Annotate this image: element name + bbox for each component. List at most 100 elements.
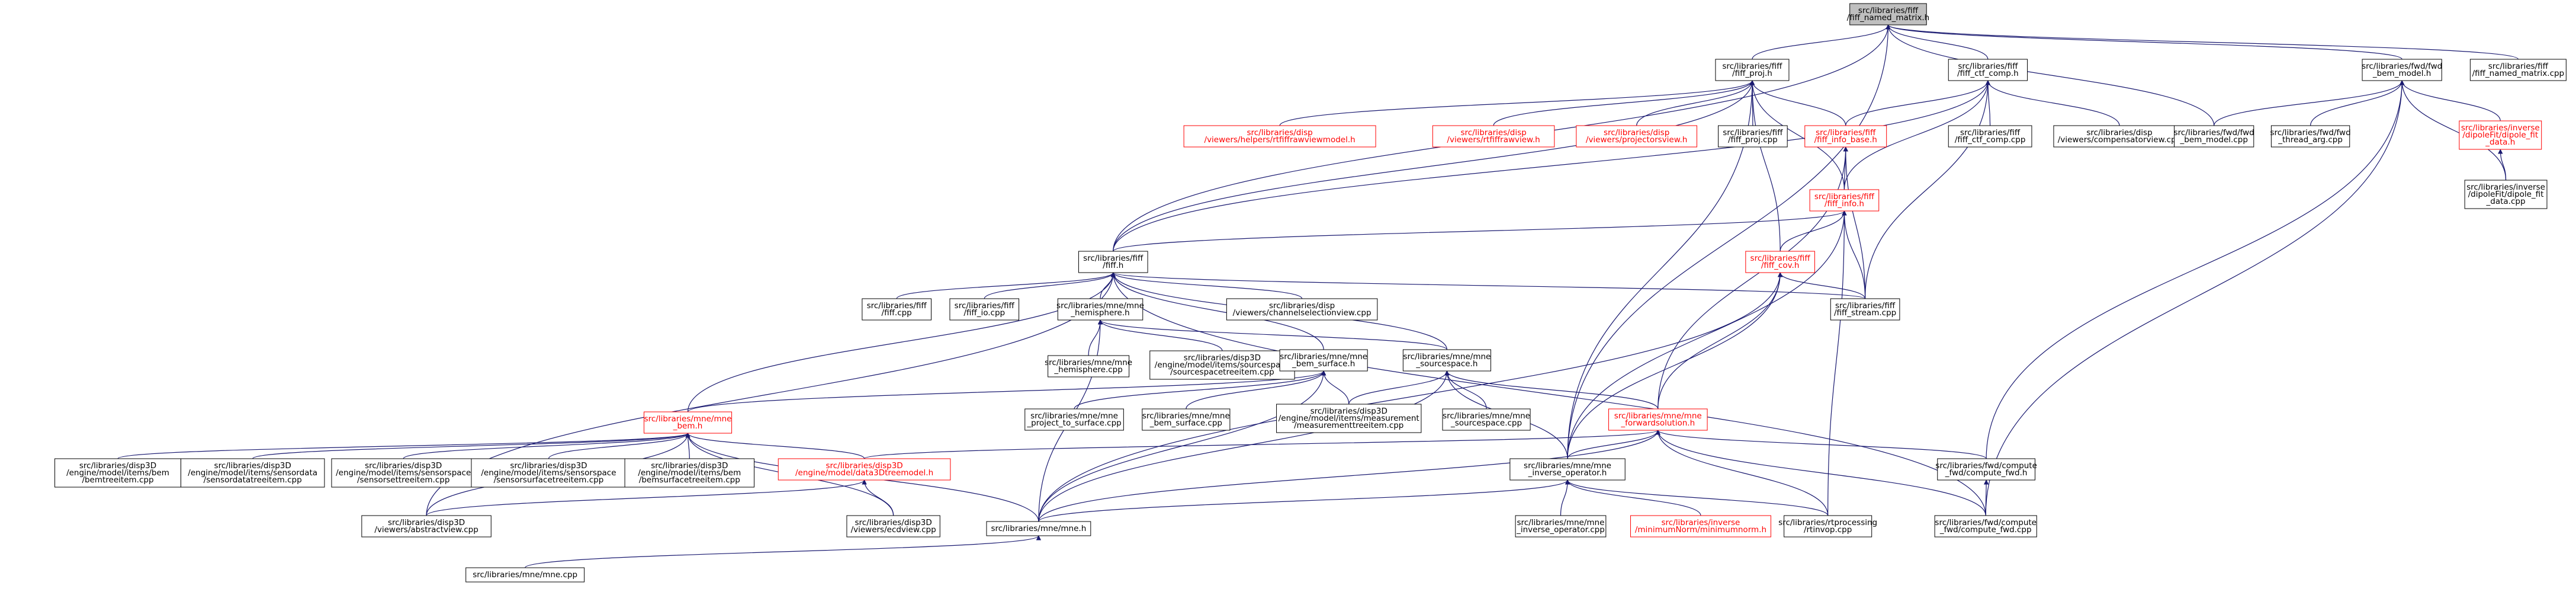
node-bemsurfacetreeitem-cpp[interactable]: src/libraries/disp3D/engine/model/items/… (624, 458, 755, 488)
include-edge (1985, 80, 1991, 126)
node-compensatorview-cpp[interactable]: src/libraries/disp/viewers/compensatorvi… (2053, 125, 2186, 148)
node-fiff-ctf-comp-h[interactable]: src/libraries/fiff/fiff_ctf_comp.h (1948, 59, 2028, 81)
node-fiff-stream-cpp[interactable]: src/libraries/fiff/fiff_stream.cpp (1830, 298, 1900, 321)
node-sourcespacetreeitem-cpp[interactable]: src/libraries/disp3D/engine/model/items/… (1149, 350, 1295, 380)
node-fiff-cov-h[interactable]: src/libraries/fiff/fiff_cov.h (1745, 251, 1815, 273)
node-label: src/libraries/fiff (1814, 192, 1875, 201)
node-label: /fiff_named_matrix.h (1847, 13, 1930, 23)
node-label: /fiff_info_base.h (1814, 135, 1877, 145)
node-fiff-info-base-h[interactable]: src/libraries/fiff/fiff_info_base.h (1804, 125, 1887, 148)
include-edge (1827, 210, 1847, 516)
node-fiff-named-matrix-cpp[interactable]: src/libraries/fiff/fiff_named_matrix.cpp (2469, 59, 2567, 81)
node-compute-fwd-h[interactable]: src/libraries/fwd/compute_fwd/compute_fw… (1935, 458, 2037, 481)
node-label: src/libraries/disp3D (365, 461, 442, 471)
node-label: _fwd/compute_fwd.h (1945, 468, 2028, 478)
node-label: /fiff_io.cpp (963, 308, 1005, 318)
node-compute-fwd-cpp[interactable]: src/libraries/fwd/compute_fwd/compute_fw… (1934, 515, 2037, 538)
node-label: _hemisphere.h (1070, 308, 1129, 318)
node-label: /measurementtreeitem.cpp (1294, 421, 1403, 430)
node-abstractview-cpp[interactable]: src/libraries/disp3D/viewers/abstractvie… (361, 515, 492, 538)
include-edge (1658, 272, 1783, 410)
node-label: src/libraries/disp (1604, 128, 1669, 137)
include-edge (1186, 370, 1326, 410)
node-box (361, 515, 492, 538)
node-mne-bem-surface-h[interactable]: src/libraries/mne/mne_bem_surface.h (1279, 349, 1368, 372)
node-box (846, 515, 940, 538)
node-mne-hemisphere-h[interactable]: src/libraries/mne/mne_hemisphere.h (1056, 298, 1144, 321)
node-mne-forwardsolution-h[interactable]: src/libraries/mne/mne_forwardsolution.h (1608, 408, 1708, 431)
include-edge (1985, 80, 2405, 516)
include-edge (1658, 146, 1848, 410)
include-edge (1444, 370, 1659, 410)
node-mne-bem-h[interactable]: src/libraries/mne/mne_bem.h (644, 411, 733, 434)
node-fiff-h[interactable]: src/libraries/fiff/fiff.h (1078, 251, 1148, 273)
node-box (1276, 404, 1422, 433)
include-edge (1749, 80, 1845, 190)
node-mne-cpp[interactable]: src/libraries/mne/mne.cpp (465, 567, 585, 583)
node-sensorsurfacetreeitem-cpp[interactable]: src/libraries/disp3D/engine/model/items/… (471, 458, 627, 488)
node-label: src/libraries/fiff (1750, 254, 1811, 263)
node-fiff-ctf-comp-cpp[interactable]: src/libraries/fiff/fiff_ctf_comp.cpp (1948, 125, 2032, 148)
node-fiff-proj-cpp[interactable]: src/libraries/fiff/fiff_proj.cpp (1718, 125, 1788, 148)
node-ecdview-cpp[interactable]: src/libraries/disp3D/viewers/ecdview.cpp (846, 515, 940, 538)
node-fwd-bem-model-h[interactable]: src/libraries/fwd/fwd_bem_model.h (2362, 59, 2442, 81)
node-fwd-bem-model-cpp[interactable]: src/libraries/fwd/fwd_bem_model.cpp (2174, 125, 2254, 148)
node-label: src/libraries/inverse (1662, 518, 1740, 527)
node-box (465, 567, 585, 583)
include-edge (1749, 80, 1846, 126)
node-mne-inverse-operator-h[interactable]: src/libraries/mne/mne_inverse_operator.h (1509, 458, 1626, 481)
include-edge (1113, 80, 1991, 252)
node-mne-sourcespace-cpp[interactable]: src/libraries/mne/mne_sourcespace.cpp (1442, 408, 1531, 431)
include-edge (1655, 430, 1829, 516)
node-label: /viewers/helpers/rtfiffrawviewmodel.h (1205, 135, 1356, 145)
node-rtinvop-cpp[interactable]: src/libraries/rtprocessing/rtinvop.cpp (1778, 515, 1877, 538)
node-sensorsettreeitem-cpp[interactable]: src/libraries/disp3D/engine/model/items/… (331, 458, 476, 488)
node-label: src/libraries/fwd/fwd (2270, 128, 2351, 137)
node-label: src/libraries/fiff (1858, 6, 1919, 15)
node-mne-bem-surface-cpp[interactable]: src/libraries/mne/mne_bem_surface.cpp (1142, 408, 1231, 431)
node-sensordatatreeitem-cpp[interactable]: src/libraries/disp3D/engine/model/items/… (180, 458, 325, 488)
node-channelselectionview-cpp[interactable]: src/libraries/disp/viewers/channelselect… (1226, 298, 1378, 321)
node-dipole-fit-data-h[interactable]: src/libraries/inverse/dipoleFit/dipole_f… (2459, 120, 2542, 150)
node-mne-project-to-surface-cpp[interactable]: src/libraries/mne/mne_project_to_surface… (1024, 408, 1124, 431)
node-dipole-fit-data-cpp[interactable]: src/libraries/inverse/dipoleFit/dipole_f… (2464, 180, 2548, 209)
node-box (1849, 3, 1927, 25)
node-label: /engine/model/items/bem (638, 468, 741, 478)
node-label: _bem_model.h (2372, 69, 2431, 78)
node-rtfiffrawviewmodel-h[interactable]: src/libraries/disp/viewers/helpers/rtfif… (1183, 125, 1376, 148)
include-edge (1985, 80, 2120, 126)
node-mne-sourcespace-h[interactable]: src/libraries/mne/mne_sourcespace.h (1402, 349, 1491, 372)
node-box (1442, 408, 1531, 431)
node-label: src/libraries/mne/mne (1045, 358, 1132, 367)
node-mne-h[interactable]: src/libraries/mne/mne.h (986, 521, 1091, 536)
node-projectorsview-h[interactable]: src/libraries/disp/viewers/projectorsvie… (1576, 125, 1697, 148)
node-box (2362, 59, 2442, 81)
node-box (2469, 59, 2567, 81)
node-bemtreeitem-cpp[interactable]: src/libraries/disp3D/engine/model/items/… (54, 458, 181, 488)
node-label: /fiff_proj.h (1732, 69, 1772, 78)
node-fiff-io-cpp[interactable]: src/libraries/fiff/fiff_io.cpp (949, 298, 1020, 321)
node-measurementtreeitem-cpp[interactable]: src/libraries/disp3D/engine/model/items/… (1276, 404, 1422, 433)
node-fiff-proj-h[interactable]: src/libraries/fiff/fiff_proj.h (1715, 59, 1790, 81)
node-data3dtreemodel-h[interactable]: src/libraries/disp3D/engine/model/data3D… (778, 458, 951, 481)
node-label: src/libraries/fiff (1960, 128, 2021, 137)
include-edge (1321, 370, 1350, 405)
node-fwd-thread-arg-cpp[interactable]: src/libraries/fwd/fwd_thread_arg.cpp (2270, 125, 2351, 148)
node-box (1608, 408, 1708, 431)
node-mne-inverse-operator-cpp[interactable]: src/libraries/mne/mne_inverse_operator.c… (1515, 515, 1607, 538)
node-label: /fiff_cov.h (1761, 261, 1800, 270)
node-label: /sourcespacetreeitem.cpp (1170, 367, 1274, 377)
node-label: _bem_surface.cpp (1149, 418, 1222, 428)
node-rtfiffrawview-h[interactable]: src/libraries/disp/viewers/rtfiffrawview… (1432, 125, 1555, 148)
node-minimumnorm-h[interactable]: src/libraries/inverse/minimumNorm/minimu… (1630, 515, 1771, 538)
node-mne-hemisphere-cpp[interactable]: src/libraries/mne/mne_hemisphere.cpp (1045, 355, 1132, 378)
node-fiff-info-h[interactable]: src/libraries/fiff/fiff_info.h (1809, 189, 1880, 212)
node-label: /minimumNorm/minimumnorm.h (1635, 525, 1766, 535)
node-label: src/libraries/disp3D (826, 461, 902, 471)
node-root: src/libraries/fiff/fiff_named_matrix.h (1847, 3, 1930, 25)
node-fiff-cpp[interactable]: src/libraries/fiff/fiff.cpp (862, 298, 932, 321)
node-label: src/libraries/fiff (867, 301, 927, 311)
node-label: src/libraries/disp3D (651, 461, 728, 471)
node-box (1149, 350, 1295, 380)
node-label: src/libraries/fiff (1816, 128, 1876, 137)
